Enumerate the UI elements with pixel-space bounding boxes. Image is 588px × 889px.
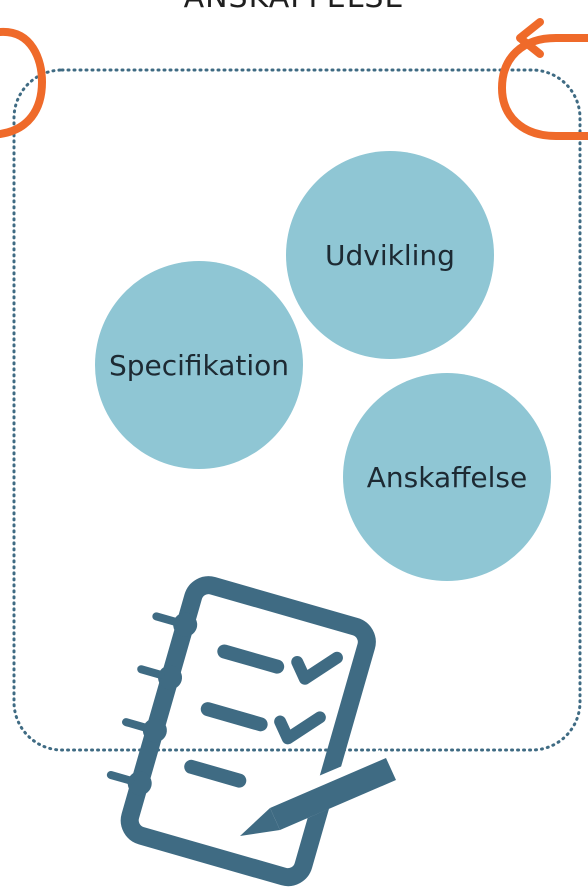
bubble-anskaffelse: Anskaffelse [343, 373, 551, 581]
dotted-frame [12, 68, 582, 752]
bubble-specifikation: Specifikation [95, 261, 303, 469]
bubble-label: Specifikation [108, 348, 290, 382]
cycle-arrow-right-icon [497, 18, 588, 140]
pencil-icon [240, 750, 396, 836]
cycle-arrow-left-icon [0, 27, 47, 138]
checklist-notepad-icon [106, 576, 376, 887]
bubble-udvikling: Udvikling [286, 151, 494, 359]
bubble-label: Udvikling [325, 238, 455, 272]
diagram-title: ANSKAFFELSE [0, 0, 588, 15]
bubble-label: Anskaffelse [366, 460, 528, 494]
